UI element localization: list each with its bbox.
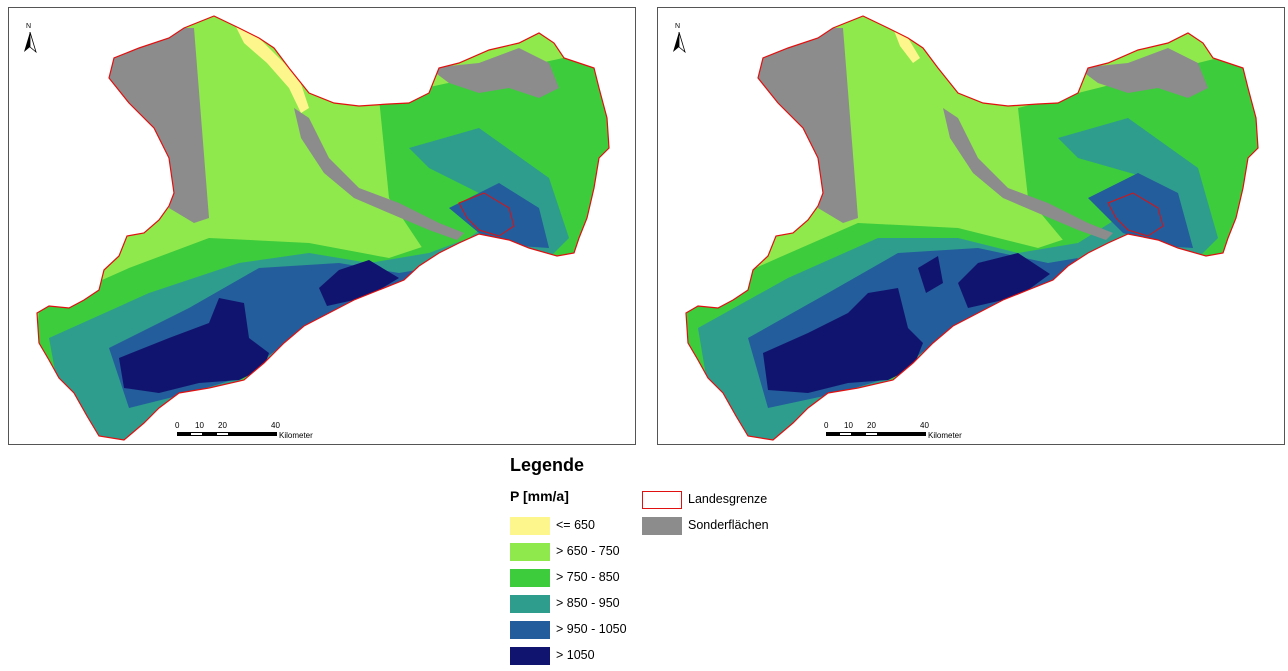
legend-title: Legende: [510, 455, 585, 475]
scale-segment: [229, 432, 277, 436]
legend-swatch-outline: [642, 491, 682, 509]
north-label: N: [675, 23, 681, 30]
legend-label: > 850 - 950: [556, 596, 620, 610]
legend-label: > 1050: [556, 648, 595, 662]
state-border-left: [36, 15, 610, 441]
scale-tick: 10: [195, 421, 204, 430]
map-panel-right: N 0 10 20 40 Kilometer: [657, 7, 1285, 445]
scale-tick: 20: [867, 421, 876, 430]
border-notch-left: [458, 192, 515, 237]
precip-zones-right: [686, 16, 1258, 440]
scale-segment: [839, 432, 852, 436]
legend-label: <= 650: [556, 518, 595, 532]
scale-tick: 0: [175, 421, 180, 430]
state-border-right: [685, 15, 1259, 441]
legend-label: Landesgrenze: [688, 492, 768, 506]
north-arrow-icon: [673, 32, 686, 54]
legend-swatch: [510, 543, 550, 561]
scale-unit: Kilometer: [928, 431, 962, 440]
north-arrow-left: N: [23, 23, 37, 57]
scale-bar-left: 0 10 20 40 Kilometer: [175, 421, 375, 443]
legend-swatch: [510, 569, 550, 587]
scale-tick: 20: [218, 421, 227, 430]
map-panel-left: N 0 10 20 40 Kilometer: [8, 7, 636, 445]
legend-label: Sonderflächen: [688, 518, 769, 532]
legend-label: > 950 - 1050: [556, 622, 627, 636]
map-legend: Legende P [mm/a] <= 650 > 650 - 750 > 75…: [510, 455, 830, 667]
legend-label: > 750 - 850: [556, 570, 620, 584]
scale-segment: [216, 432, 229, 436]
scale-segment: [878, 432, 926, 436]
scale-bar-right: 0 10 20 40 Kilometer: [824, 421, 1024, 443]
map-left-svg: [36, 15, 610, 441]
legend-swatch: [510, 517, 550, 535]
scale-tick: 40: [920, 421, 929, 430]
scale-unit: Kilometer: [279, 431, 313, 440]
legend-subtitle: P [mm/a]: [510, 488, 569, 504]
legend-swatch: [510, 621, 550, 639]
legend-swatch: [510, 595, 550, 613]
north-arrow-icon: [24, 32, 37, 54]
scale-tick: 10: [844, 421, 853, 430]
scale-segment: [177, 432, 190, 436]
legend-swatch: [642, 517, 682, 535]
scale-segment: [826, 432, 839, 436]
scale-segment: [865, 432, 878, 436]
scale-segment: [190, 432, 203, 436]
precip-zones-left: [37, 16, 609, 440]
map-right-svg: [685, 15, 1259, 441]
north-arrow-right: N: [672, 23, 686, 57]
border-notch-right: [1107, 192, 1164, 237]
north-label: N: [26, 23, 32, 30]
scale-segment: [203, 432, 216, 436]
scale-tick: 40: [271, 421, 280, 430]
scale-segment: [852, 432, 865, 436]
legend-swatch: [510, 647, 550, 665]
legend-label: > 650 - 750: [556, 544, 620, 558]
scale-tick: 0: [824, 421, 829, 430]
